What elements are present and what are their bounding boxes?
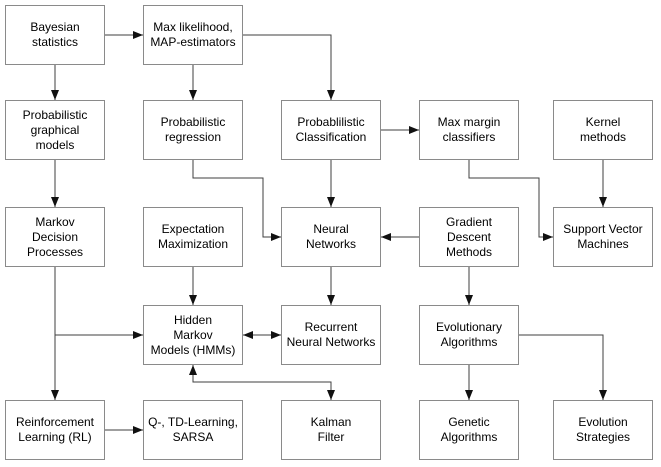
node-label: Kernel methods: [579, 115, 627, 144]
node-label: Kalman Filter: [310, 415, 352, 444]
node-label: Max margin classifiers: [437, 115, 501, 144]
node-evolutionary-algorithms: Evolutionary Algorithms: [419, 305, 519, 365]
edge-probabilistic-regression--neural-networks: [192, 160, 281, 241]
node-label: Evolution Strategies: [575, 415, 631, 444]
edge-max-margin-classifiers--support-vector-machines: [468, 160, 553, 241]
node-kernel-methods: Kernel methods: [553, 100, 653, 160]
node-probabilistic-regression: Probabilistic regression: [143, 100, 243, 160]
node-label: Support Vector Machines: [563, 222, 643, 251]
node-expectation-maximization: Expectation Maximization: [143, 207, 243, 267]
node-label: Recurrent Neural Networks: [286, 320, 376, 349]
node-evolution-strategies: Evolution Strategies: [553, 400, 653, 460]
node-label: Probabilistic regression: [160, 115, 226, 144]
node-recurrent-neural-networks: Recurrent Neural Networks: [281, 305, 381, 365]
node-label: Evolutionary Algorithms: [435, 320, 503, 349]
node-probablilistic-classification: Probablilistic Classification: [281, 100, 381, 160]
node-hidden-markov-models: Hidden Markov Models (HMMs): [143, 305, 243, 365]
node-label: Bayesian statistics: [30, 20, 80, 49]
node-gradient-descent-methods: Gradient Descent Methods: [419, 207, 519, 267]
node-label: Probablilistic Classification: [295, 115, 367, 144]
node-label: Genetic Algorithms: [440, 415, 498, 444]
node-max-likelihood-map-estimators: Max likelihood, MAP-estimators: [143, 5, 243, 65]
edge-evolutionary-algorithms--evolution-strategies: [519, 334, 607, 400]
node-genetic-algorithms: Genetic Algorithms: [419, 400, 519, 460]
node-markov-decision-processes: Markov Decision Processes: [5, 207, 105, 267]
node-kalman-filter: Kalman Filter: [281, 400, 381, 460]
node-max-margin-classifiers: Max margin classifiers: [419, 100, 519, 160]
node-label: Gradient Descent Methods: [445, 214, 493, 259]
node-label: Probabilistic graphical models: [22, 107, 88, 152]
node-neural-networks: Neural Networks: [281, 207, 381, 267]
node-label: Expectation Maximization: [157, 222, 229, 251]
node-label: Q-, TD-Learning, SARSA: [148, 415, 238, 444]
node-label: Hidden Markov Models (HMMs): [150, 312, 236, 357]
node-q-td-learning-sarsa: Q-, TD-Learning, SARSA: [143, 400, 243, 460]
node-label: Reinforcement Learning (RL): [15, 415, 95, 444]
edge-hidden-markov-models--kalman-filter: [189, 365, 335, 400]
node-reinforcement-learning: Reinforcement Learning (RL): [5, 400, 105, 460]
node-bayesian-statistics: Bayesian statistics: [5, 5, 105, 65]
node-label: Neural Networks: [305, 222, 356, 251]
edge-max-likelihood-map-estimators--probablilistic-classification: [243, 34, 335, 100]
node-support-vector-machines: Support Vector Machines: [553, 207, 653, 267]
node-probabilistic-graphical-models: Probabilistic graphical models: [5, 100, 105, 160]
node-label: Markov Decision Processes: [26, 214, 84, 259]
node-label: Max likelihood, MAP-estimators: [150, 20, 236, 49]
